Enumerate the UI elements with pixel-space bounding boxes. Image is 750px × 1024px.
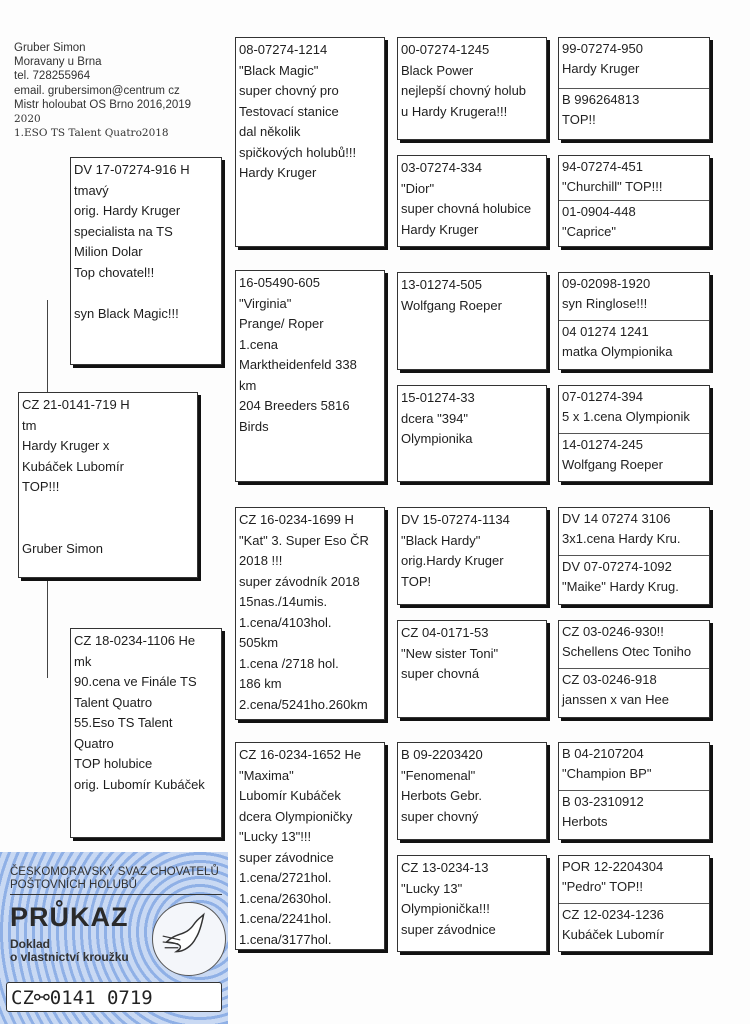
grandparent-box: 16-05490-605 "Virginia" Prange/ Roper 1.… (235, 270, 385, 482)
ancestor-entry: B 996264813 TOP!! (562, 91, 640, 127)
pigeon-icon (162, 912, 205, 953)
breeder-award: 1.ESO TS Talent Quatro2018 (14, 127, 169, 140)
gen4-pair: DV 14 07274 3106 3x1.cena Hardy Kru.DV 0… (558, 507, 710, 605)
ancestor-entry: B 04-2107204 "Champion BP" (559, 743, 709, 791)
great-grandparent-box: CZ 04-0171-53 "New sister Toni" super ch… (397, 620, 547, 718)
great-grandparent-box: 00-07274-1245 Black Power nejlepší chovn… (397, 37, 547, 140)
ring-number: CZ⚯0141 0719 (6, 982, 222, 1012)
dam-box: CZ 18-0234-1106 He mk 90.cena ve Finále … (70, 628, 222, 838)
ancestor-entry: 09-02098-1920 syn Ringlose!!! (559, 273, 709, 321)
ancestor-entry: 99-07274-950 Hardy Kruger (559, 38, 709, 89)
ancestor-entry: CZ 12-0234-1236 Kubáček Lubomír (562, 906, 664, 942)
sire-box: DV 17-07274-916 H tmavý orig. Hardy Krug… (70, 157, 222, 365)
card-title: PRŮKAZ (10, 902, 129, 932)
great-grandparent-box: 03-07274-334 "Dior" super chovná holubic… (397, 155, 547, 247)
card-subtitle: Doklad o vlastnictví kroužku (10, 937, 129, 964)
ancestor-entry: 94-07274-451 "Churchill" TOP!!! (559, 156, 709, 201)
breeder-name: Gruber Simon (14, 42, 86, 54)
ancestor-entry: DV 14 07274 3106 3x1.cena Hardy Kru. (559, 508, 709, 556)
breeder-email: email. grubersimon@centrum cz (14, 84, 180, 97)
ancestor-entry: 07-01274-394 5 x 1.cena Olympionik (559, 386, 709, 434)
breeder-phone: tel. 728255964 (14, 70, 91, 83)
gen4-pair: 09-02098-1920 syn Ringlose!!!04 01274 12… (558, 272, 710, 370)
grandparent-box: 08-07274-1214 "Black Magic" super chovný… (235, 37, 385, 247)
ancestor-entry: 04 01274 1241 matka Olympionika (562, 324, 673, 359)
breeder-info: Gruber Simon Moravany u Brna tel. 728255… (14, 41, 191, 140)
ancestor-entry: 01-0904-448 "Caprice" (562, 204, 636, 239)
breeder-title: Mistr holoubat OS Brno 2016,2019 (14, 98, 192, 111)
great-grandparent-box: CZ 13-0234-13 "Lucky 13" Olympionička!!!… (397, 855, 547, 952)
breeder-year: 2020 (14, 113, 41, 126)
gen4-pair: 94-07274-451 "Churchill" TOP!!!01-0904-4… (558, 155, 710, 247)
gen4-pair: B 04-2107204 "Champion BP"B 03-2310912 H… (558, 742, 710, 840)
connector-line (47, 578, 48, 678)
ancestor-entry: CZ 03-0246-930!! Schellens Otec Toniho (559, 621, 709, 669)
ownership-card: ČESKOMORAVSKÝ SVAZ CHOVATELŮ POŠTOVNÍCH … (0, 852, 228, 1024)
connector-line (47, 300, 48, 392)
great-grandparent-box: B 09-2203420 "Fenomenal" Herbots Gebr. s… (397, 742, 547, 840)
ancestor-entry: DV 07-07274-1092 "Maike" Hardy Krug. (562, 559, 679, 594)
ancestor-entry: CZ 03-0246-918 janssen x van Hee (562, 672, 669, 707)
subject-pigeon-box: CZ 21-0141-719 H tm Hardy Kruger x Kubáč… (18, 392, 198, 578)
gen4-pair: POR 12-2204304 "Pedro" TOP!!CZ 12-0234-1… (558, 855, 710, 952)
breeder-city: Moravany u Brna (14, 56, 102, 69)
ancestor-entry: POR 12-2204304 "Pedro" TOP!! (559, 856, 709, 904)
great-grandparent-box: 13-01274-505 Wolfgang Roeper (397, 272, 547, 370)
great-grandparent-box: 15-01274-33 dcera "394" Olympionika (397, 385, 547, 482)
organization-seal-logo (152, 902, 226, 976)
card-organization: ČESKOMORAVSKÝ SVAZ CHOVATELŮ POŠTOVNÍCH … (10, 866, 222, 895)
grandparent-box: CZ 16-0234-1652 He "Maxima" Lubomír Kubá… (235, 742, 385, 950)
great-grandparent-box: DV 15-07274-1134 "Black Hardy" orig.Hard… (397, 507, 547, 605)
ancestor-entry: B 03-2310912 Herbots (562, 794, 644, 829)
grandparent-box: CZ 16-0234-1699 H "Kat" 3. Super Eso ČR … (235, 507, 385, 720)
ancestor-entry: 14-01274-245 Wolfgang Roeper (562, 436, 663, 472)
